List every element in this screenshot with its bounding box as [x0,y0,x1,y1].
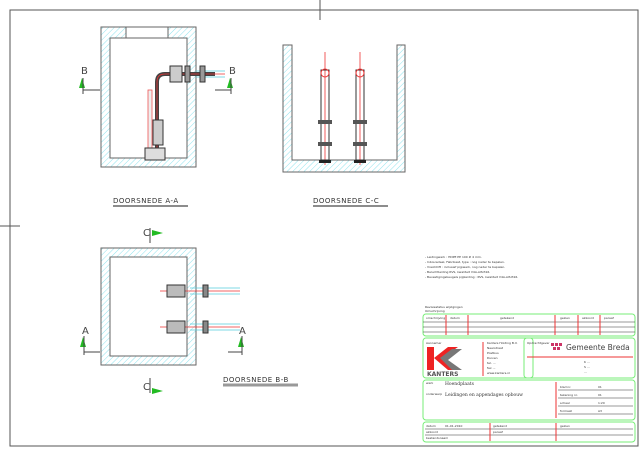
svg-text:paraaf: paraaf [604,316,615,320]
svg-text:Hoendplaats: Hoendplaats [445,381,475,387]
svg-text:C: C [143,382,150,393]
section-marker-c-top: C [143,228,163,243]
svg-text:A: A [239,326,246,337]
svg-text:- Vrestdrift : inclusief pijpw: - Vrestdrift : inclusief pijpwerk, nog n… [425,265,505,269]
svg-text:...: ... [584,370,587,374]
section-marker-a-left: A [80,326,100,355]
svg-text:- Inbouwdeel, Fabrikaat, type: - Inbouwdeel, Fabrikaat, type : nog nade… [425,260,505,264]
svg-text:akkoord: akkoord [582,316,594,320]
svg-text:Postbus: Postbus [487,351,499,355]
svg-text:blad nr.: blad nr. [560,385,571,389]
svg-text:C: C [143,228,150,239]
section-marker-c-bottom: C [143,378,163,394]
client-block: Opdrachtgever Gemeente Breda K ... S ...… [523,337,636,379]
svg-text:Aannemer: Aannemer [426,341,442,345]
svg-text:gezien: gezien [560,316,570,320]
revision-subheader: Omschrijving [425,309,445,313]
section-marker-b-right: B [215,66,236,94]
svg-text:akkoord: akkoord [426,430,438,434]
hydrant-column-2 [353,52,367,165]
svg-text:omschrijving: omschrijving [426,316,445,320]
svg-text:bestandsnaam: bestandsnaam [426,436,448,440]
svg-text:Leidingen en appendages opbouw: Leidingen en appendages opbouw [445,392,523,398]
svg-text:tel. ...: tel. ... [487,361,496,365]
project-block: werk Hoendplaats onderwerp Leidingen en … [422,379,636,421]
svg-text:Kanters Holding B.V.: Kanters Holding B.V. [487,341,518,345]
svg-text:Opdrachtgever: Opdrachtgever [527,341,550,345]
svg-text:01: 01 [598,385,602,389]
pipe-lower [160,320,240,334]
bottom-block: datum 01-01-2010 getekend gezien akkoord… [422,421,636,443]
svg-text:datum: datum [426,424,436,428]
sheet-border [9,9,639,447]
revision-header: Revisiestatus wijzigingen [425,305,463,309]
svg-text:- Beluchtleiding RVS, kwalitei: - Beluchtleiding RVS, kwaliteit V4A-AISI… [425,270,490,274]
svg-text:K ...: K ... [584,360,590,364]
svg-text:A: A [82,326,89,337]
svg-text:Neerstraat: Neerstraat [487,346,504,350]
svg-text:datum: datum [450,316,460,320]
section-c-c [282,44,406,173]
svg-text:1:20: 1:20 [598,401,605,405]
svg-text:paraaf: paraaf [493,430,504,434]
svg-text:fax ...: fax ... [487,366,496,370]
svg-text:getekend: getekend [500,316,514,320]
breda-logo-icon [551,343,562,350]
kanters-logo: KANTERS [427,347,462,378]
svg-text:01: 01 [598,393,602,397]
svg-text:onderwerp: onderwerp [426,392,442,396]
svg-text:formaat: formaat [560,409,573,413]
svg-text:B: B [229,66,236,77]
svg-text:schaal: schaal [560,401,570,405]
svg-text:S ...: S ... [584,365,590,369]
section-title-c-c: DOORSNEDE C-C [313,197,379,205]
svg-text:tekening nr.: tekening nr. [560,393,578,397]
revision-table: omschrijving datum getekend gezien akkoo… [422,313,636,337]
svg-text:- Bevestigingsbeugels pijpleid: - Bevestigingsbeugels pijpleiding : RVS,… [425,275,518,279]
contractor-block: Aannemer KANTERS Kanters Holding B.V. Ne… [422,337,534,379]
hydrant-column-1 [318,52,332,165]
pipe-upper [160,284,240,298]
section-marker-a-right: A [228,326,246,355]
section-title-b-b: DOORSNEDE B-B [223,376,289,384]
svg-text:01-01-2010: 01-01-2010 [445,424,463,428]
svg-text:werk: werk [426,381,434,385]
svg-text:getekend: getekend [493,424,507,428]
svg-text:KANTERS: KANTERS [427,371,458,378]
svg-text:B: B [81,66,88,77]
svg-text:A3: A3 [598,409,602,413]
section-marker-b-left: B [79,66,100,94]
svg-text:Gemeente Breda: Gemeente Breda [566,343,630,352]
notes: - Leidingwerk : HDPE PE 100 # 4 mm. - In… [425,255,518,279]
svg-text:Duiven: Duiven [487,356,498,360]
svg-text:gezien: gezien [560,424,570,428]
svg-text:- Leidingwerk : HDPE PE 100 #: - Leidingwerk : HDPE PE 100 # 4 mm. [425,255,482,259]
section-a-a [100,26,225,168]
svg-text:www.kanters.nl: www.kanters.nl [487,371,510,375]
section-b-b [100,247,240,366]
section-title-a-a: DOORSNEDE A-A [113,197,179,205]
